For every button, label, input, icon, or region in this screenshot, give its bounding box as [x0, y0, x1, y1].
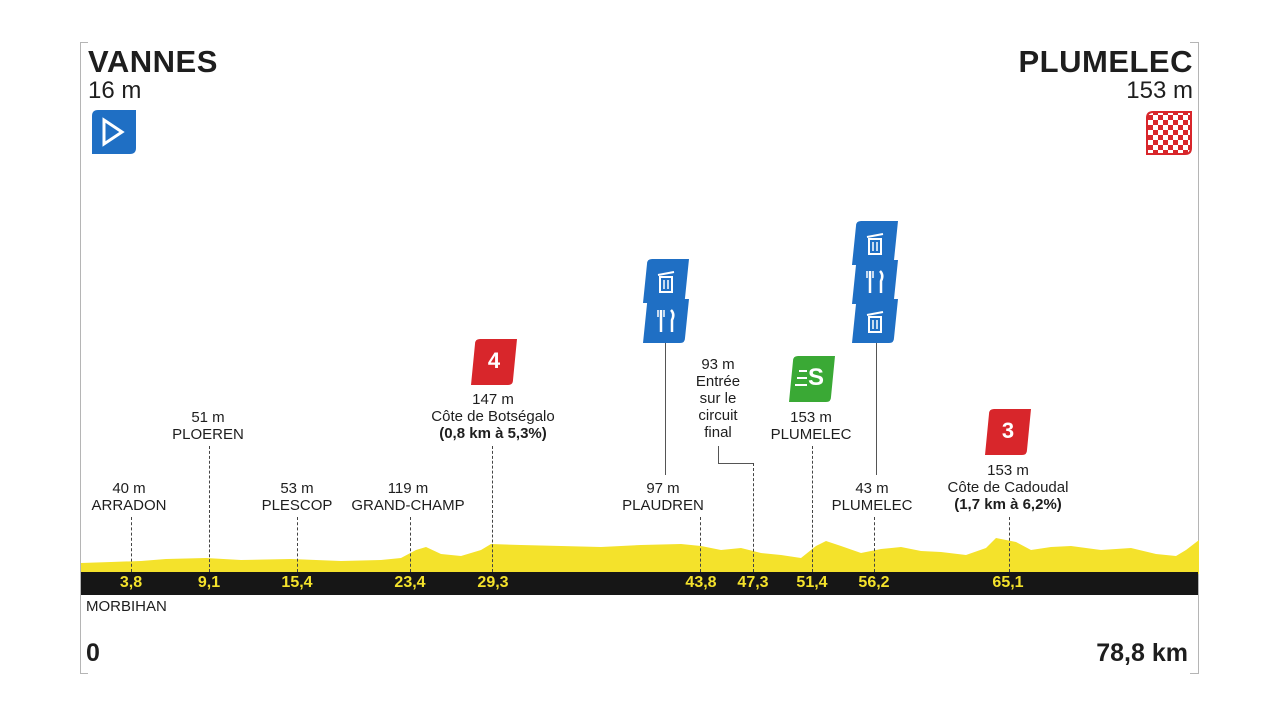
frame-tick [80, 673, 88, 674]
frame-tick [1190, 42, 1198, 43]
leader-line [812, 446, 813, 572]
km-marker: 9,1 [197, 574, 221, 591]
km-marker: 3,8 [119, 574, 143, 591]
climb-category-label: 4 [487, 348, 501, 373]
start-flag-icon [92, 110, 136, 154]
waypoint-final-circuit: 93 m Entrée sur le circuit final [695, 356, 741, 441]
service-line [665, 340, 666, 475]
climb-category-label: 3 [1001, 418, 1015, 443]
km-marker: 23,4 [394, 574, 426, 591]
feed-zone-icon [643, 299, 689, 343]
finish-altitude: 153 m [1126, 77, 1193, 104]
leader-line [718, 463, 753, 464]
bin-icon [852, 221, 898, 265]
bin-icon [643, 259, 689, 303]
sprint-label: S [807, 364, 824, 391]
bin-icon [852, 299, 898, 343]
finish-town: PLUMELEC [1018, 44, 1193, 79]
km-marker: 29,3 [477, 574, 509, 591]
leader-line [410, 517, 411, 572]
start-town: VANNES [88, 44, 218, 79]
leader-line [753, 463, 754, 572]
frame-tick [1190, 673, 1198, 674]
leader-line [718, 446, 719, 463]
leader-line [874, 517, 875, 572]
leader-line [209, 446, 210, 572]
elevation-profile [81, 538, 1199, 574]
leader-line [700, 517, 701, 572]
service-line [876, 340, 877, 475]
km-marker: 43,8 [685, 574, 717, 591]
km-marker: 47,3 [737, 574, 769, 591]
frame-left-line [80, 42, 81, 674]
distance-start: 0 [86, 639, 100, 667]
sprint-icon: S [787, 355, 837, 403]
frame-right-line [1198, 42, 1199, 674]
leader-line [131, 517, 132, 572]
start-altitude: 16 m [88, 77, 142, 104]
km-marker: 65,1 [992, 574, 1024, 591]
climb-category-3-icon: 3 [983, 408, 1033, 456]
frame-tick [80, 42, 88, 43]
distance-band [81, 572, 1198, 595]
finish-checkered-flag-icon [1146, 111, 1192, 155]
km-marker: 15,4 [281, 574, 313, 591]
region-label: MORBIHAN [86, 598, 167, 615]
leader-line [297, 517, 298, 572]
leader-line [1009, 517, 1010, 572]
km-marker: 56,2 [858, 574, 890, 591]
distance-total: 78,8 km [1096, 639, 1188, 667]
feed-zone-icon [852, 260, 898, 304]
km-marker: 51,4 [796, 574, 828, 591]
climb-category-4-icon: 4 [469, 338, 519, 386]
leader-line [492, 446, 493, 572]
